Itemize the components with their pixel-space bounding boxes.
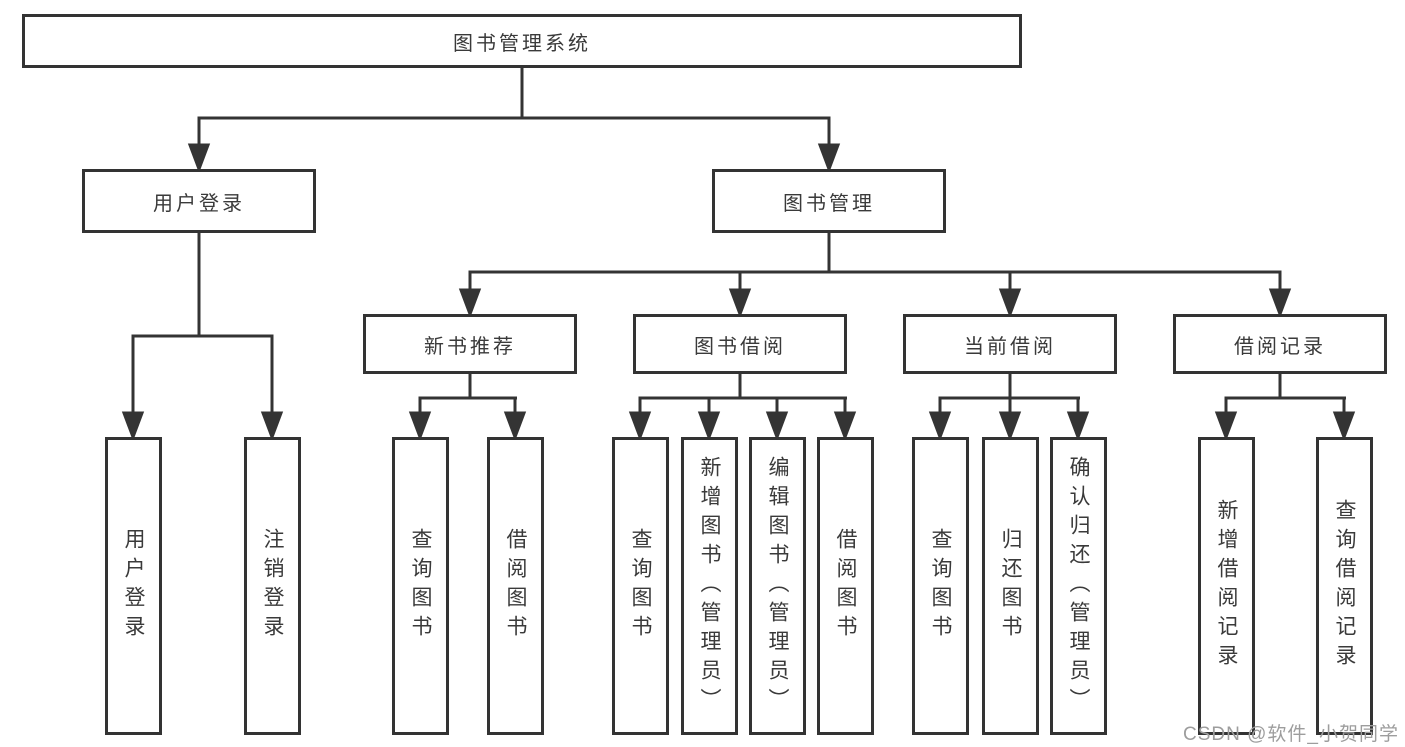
node-label: 查询图书 [929,528,952,644]
node-label: 新增图书（管理员） [698,455,721,717]
leaf-user-login: 用户登录 [105,437,162,735]
node-label: 用户登录 [153,192,245,215]
leaf-add-borrow-record: 新增借阅记录 [1198,437,1255,735]
node-label: 用户登录 [122,528,145,644]
node-label: 查询图书 [629,528,652,644]
connector-book-borrow-to-leaves [628,374,857,442]
node-system-root: 图书管理系统 [22,14,1022,68]
node-book-borrowing: 图书借阅 [633,314,847,374]
node-label: 当前借阅 [964,335,1056,358]
node-new-book-recommendation: 新书推荐 [363,314,577,374]
connector-new-book-rec-to-leaves [408,374,527,442]
leaf-logout: 注销登录 [244,437,301,735]
leaf-borrow-books-recommendation: 借阅图书 [487,437,544,735]
connector-user-login-to-leaves [121,233,284,442]
node-current-borrowing: 当前借阅 [903,314,1117,374]
node-label: 编辑图书（管理员） [766,455,789,717]
leaf-query-books-current: 查询图书 [912,437,969,735]
leaf-borrow-books-borrowing: 借阅图书 [817,437,874,735]
leaf-confirm-return-admin: 确认归还（管理员） [1050,437,1107,735]
node-label: 确认归还（管理员） [1067,455,1090,717]
node-label: 查询借阅记录 [1333,499,1356,673]
node-book-management: 图书管理 [712,169,946,233]
node-label: 借阅图书 [834,528,857,644]
leaf-add-books-admin: 新增图书（管理员） [681,437,738,735]
node-label: 图书管理 [783,192,875,215]
node-label: 借阅记录 [1234,335,1326,358]
connector-borrow-record-to-leaves [1214,374,1356,442]
node-label: 借阅图书 [504,528,527,644]
leaf-query-books-recommendation: 查询图书 [392,437,449,735]
node-label: 归还图书 [999,528,1022,644]
node-label: 图书借阅 [694,335,786,358]
node-borrowing-records: 借阅记录 [1173,314,1387,374]
leaf-query-books-borrowing: 查询图书 [612,437,669,735]
leaf-return-books: 归还图书 [982,437,1039,735]
node-label: 新增借阅记录 [1215,499,1238,673]
connector-book-mgmt-to-level3 [458,233,1292,319]
node-label: 注销登录 [261,528,284,644]
node-label: 查询图书 [409,528,432,644]
node-label: 新书推荐 [424,335,516,358]
leaf-query-borrow-record: 查询借阅记录 [1316,437,1373,735]
csdn-watermark: CSDN @软件_小贺同学 [1183,724,1399,745]
connector-root-to-level2 [187,68,841,174]
node-label: 图书管理系统 [453,32,591,55]
leaf-edit-books-admin: 编辑图书（管理员） [749,437,806,735]
node-user-login: 用户登录 [82,169,316,233]
connector-current-borrow-to-leaves [928,374,1090,442]
